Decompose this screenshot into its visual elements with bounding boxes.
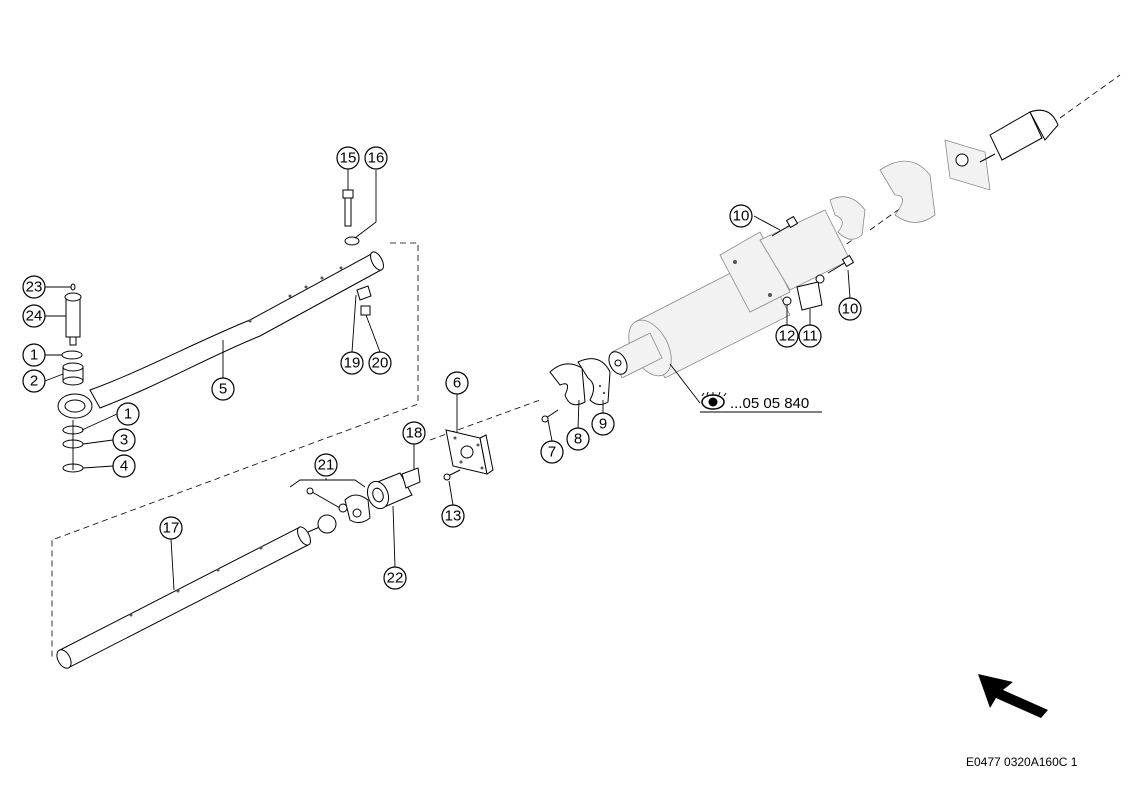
callout-5: 5 [211,377,235,401]
svg-text:6: 6 [453,375,461,392]
housing-bolts-and-bracket [771,215,855,311]
svg-text:3: 3 [120,432,128,449]
callout-3: 3 [112,428,136,452]
callout-1b: 1 [116,402,140,426]
callout-15: 15 [336,146,360,170]
callout-12: 12 [775,324,799,348]
callout-10b: 10 [838,297,862,321]
mounting-plate [443,429,494,481]
svg-text:10: 10 [733,208,750,225]
svg-text:10: 10 [842,301,859,318]
svg-text:23: 23 [26,279,43,296]
svg-text:17: 17 [163,520,180,537]
clamp-halves-and-screw [541,358,611,423]
svg-text:2: 2 [30,373,38,390]
callout-2: 2 [22,369,46,393]
svg-text:9: 9 [599,416,607,433]
svg-text:1: 1 [124,406,132,423]
svg-text:8: 8 [574,431,582,448]
svg-text:21: 21 [318,457,335,474]
svg-text:5: 5 [219,381,227,398]
svg-text:19: 19 [344,355,361,372]
callout-18: 18 [402,421,426,445]
svg-text:12: 12 [779,328,796,345]
svg-text:13: 13 [445,508,462,525]
svg-text:22: 22 [387,570,404,587]
callout-23: 23 [22,275,46,299]
svg-text:4: 4 [120,458,128,475]
svg-text:11: 11 [802,328,818,345]
cross-reference: ...05 05 840 [669,363,822,413]
callout-7: 7 [540,440,564,464]
callout-19: 19 [340,351,364,375]
lower-tie-rod [56,514,337,669]
left-rings-and-bushing [61,350,84,473]
callout-22: 22 [383,566,407,590]
callout-24: 24 [22,304,46,328]
callout-8: 8 [566,427,590,451]
upper-tie-rod [57,251,384,419]
coupling-parts [829,109,1059,240]
svg-text:1: 1 [30,347,38,364]
callout-11: 11 [798,324,822,348]
svg-text:7: 7 [548,444,556,461]
pin-and-nipple [64,283,82,346]
drawing-code: E0477 0320A160C 1 [966,755,1078,769]
svg-text:24: 24 [26,308,43,325]
svg-text:16: 16 [368,150,385,167]
eye-icon [701,391,727,410]
callout-4: 4 [112,454,136,478]
callout-6: 6 [445,371,469,395]
svg-text:20: 20 [372,355,389,372]
callout-13: 13 [441,504,465,528]
callout-17: 17 [159,516,183,540]
callout-10a: 10 [729,204,753,228]
bearing-and-shaft [366,467,421,510]
callout-20: 20 [368,351,392,375]
callout-9: 9 [591,412,615,436]
callout-21: 21 [314,453,338,477]
leader-lines [44,169,851,591]
arrow-icon [978,674,1048,718]
callout-1a: 1 [22,343,46,367]
reference-label: ...05 05 840 [730,395,809,412]
nut-and-spacer [356,285,372,316]
svg-text:18: 18 [406,425,423,442]
callout-16: 16 [364,146,388,170]
ball-joint-assembly [289,479,371,524]
bolt-and-washer [342,189,360,246]
svg-text:15: 15 [340,150,357,167]
